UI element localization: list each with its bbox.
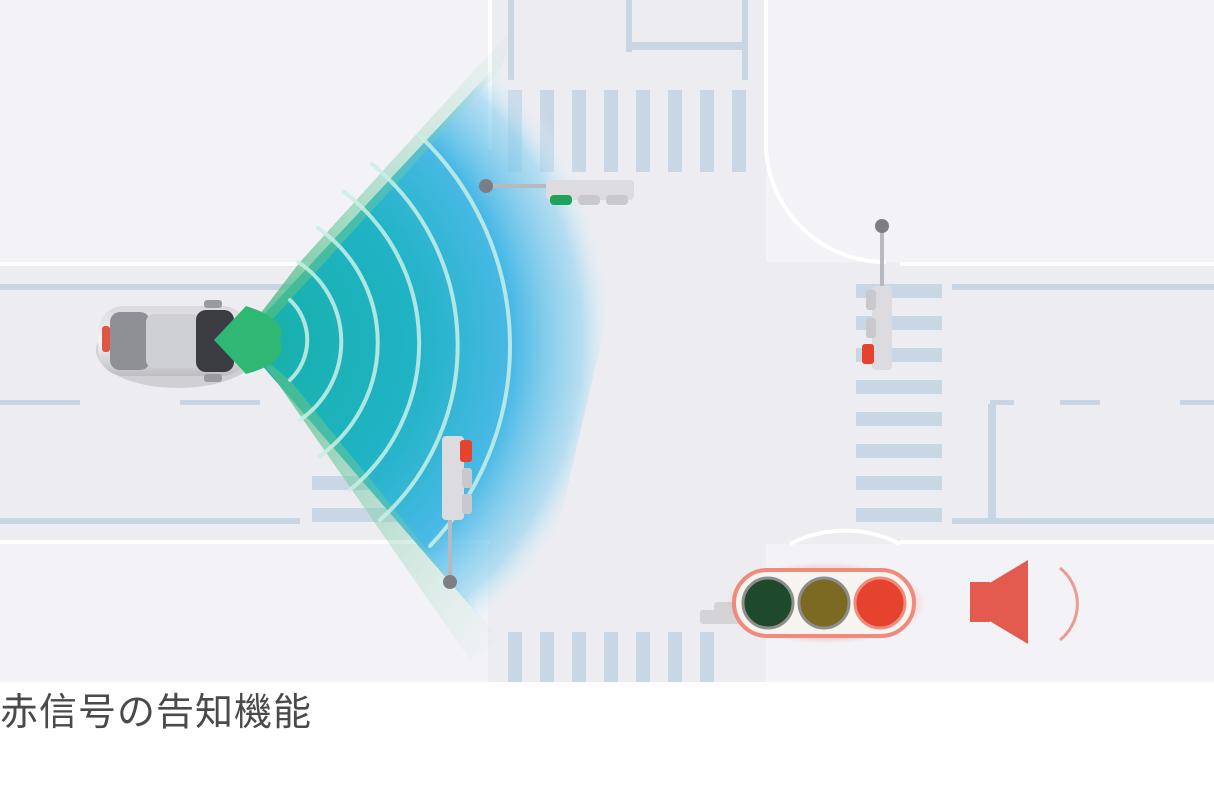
- lane-markings: [0, 0, 1214, 524]
- figure-caption: 赤信号の告知機能: [0, 690, 313, 734]
- speaker-icon: [970, 560, 1079, 644]
- red-signal-alert: [700, 562, 926, 644]
- car-top-view-icon: [96, 300, 282, 388]
- traffic-signal-icon: [862, 219, 892, 370]
- crosswalk-south: [508, 632, 714, 682]
- camera-sensor-cone-icon: [240, 20, 620, 660]
- intersection-scene: [0, 0, 1214, 682]
- traffic-signal-icon: [442, 436, 472, 589]
- traffic-signal-icon: [479, 179, 634, 205]
